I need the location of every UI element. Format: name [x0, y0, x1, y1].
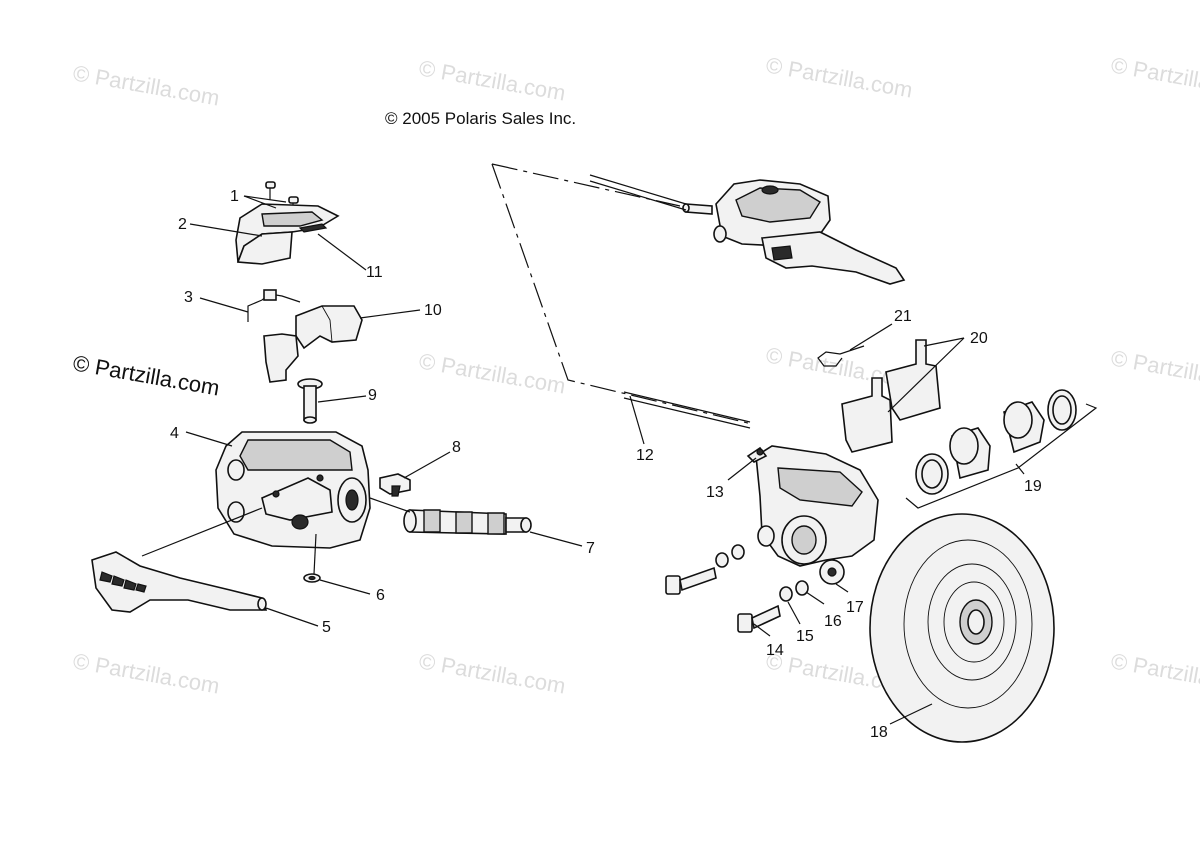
part-master-cylinder-assembly	[682, 179, 906, 285]
callout-13: 13	[706, 484, 724, 501]
part-pin	[297, 378, 323, 424]
watermark: © Partzilla.com	[417, 55, 567, 105]
part-caliper-pistons	[905, 389, 1098, 509]
callout-3: 3	[184, 289, 193, 306]
callout-19: 19	[1024, 478, 1042, 495]
callout-labels: 1 2 3 4 5 6 7 8 9 10 11 12 13 14 15 16 1…	[170, 188, 1042, 741]
callout-9: 9	[368, 387, 377, 404]
callout-6: 6	[376, 587, 385, 604]
callout-2: 2	[178, 216, 187, 233]
callout-17: 17	[846, 599, 864, 616]
callout-12: 12	[636, 447, 654, 464]
watermark: © Partzilla.com	[71, 648, 221, 698]
part-caliper	[746, 445, 879, 585]
callout-15: 15	[796, 628, 814, 645]
leader-lines-left	[141, 195, 583, 627]
callout-5: 5	[322, 619, 331, 636]
watermark: © Partzilla.com	[1109, 648, 1200, 698]
watermark: © Partzilla.com	[1109, 52, 1200, 102]
watermark-prominent: © Partzilla.com	[71, 350, 221, 400]
callout-18: 18	[870, 724, 888, 741]
part-brake-pads	[841, 337, 965, 453]
watermark: © Partzilla.com	[1109, 345, 1200, 395]
watermark: © Partzilla.com	[764, 52, 914, 102]
callout-11: 11	[366, 264, 383, 281]
callout-7: 7	[586, 540, 595, 557]
callout-20: 20	[970, 330, 988, 347]
callout-14: 14	[766, 642, 784, 659]
watermark: © Partzilla.com	[417, 348, 567, 398]
part-cover	[235, 203, 340, 265]
part-brake-line	[491, 163, 753, 445]
watermark: © Partzilla.com	[71, 60, 221, 110]
callout-21: 21	[894, 308, 912, 325]
part-switch	[379, 473, 411, 497]
part-screws	[265, 181, 299, 215]
part-bolts-washers	[665, 544, 809, 633]
copyright-notice: © 2005 Polaris Sales Inc.	[385, 109, 576, 128]
callout-1: 1	[230, 188, 239, 205]
part-piston	[403, 509, 532, 535]
watermark: © Partzilla.com	[417, 648, 567, 698]
callout-4: 4	[170, 425, 179, 442]
callout-16: 16	[824, 613, 842, 630]
part-pad-spring	[817, 323, 893, 367]
part-brake-lever	[91, 551, 268, 613]
leader-lines-right	[727, 457, 1025, 725]
part-housing	[215, 431, 371, 549]
part-brake-disc	[869, 513, 1055, 743]
callout-10: 10	[424, 302, 442, 319]
part-circlip	[303, 573, 321, 583]
part-clip	[247, 289, 301, 322]
part-lever-arm	[263, 305, 363, 383]
callout-8: 8	[452, 439, 461, 456]
